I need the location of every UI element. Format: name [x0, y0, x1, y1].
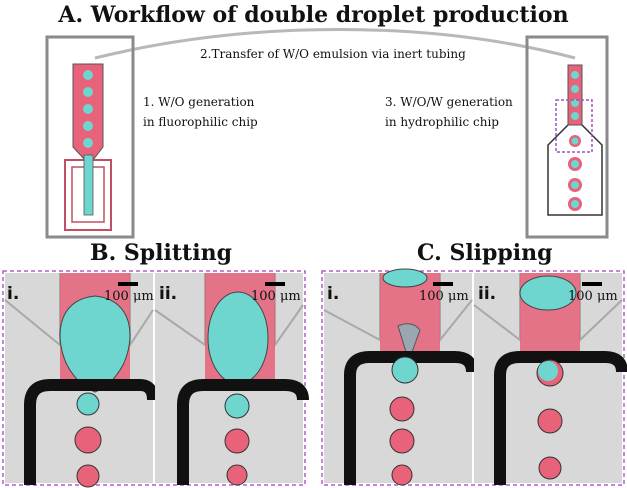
chip1-droplet [83, 70, 93, 80]
fluorophilic-chip-frame [45, 35, 135, 239]
step1-line1: 1. W/O generation [143, 95, 255, 109]
chip1-droplet [83, 138, 93, 148]
panel-b-scalebar-ii [265, 282, 285, 286]
panel-b-scale-label-i: 100 μm [104, 289, 154, 304]
panel-b-title: B. Splitting [90, 240, 232, 266]
panel-c-image-ii [473, 273, 627, 485]
panel-c-image-i [323, 268, 478, 486]
step3-line1: 3. W/O/W generation [385, 95, 513, 109]
chip2-droplet [571, 71, 579, 79]
panel-b-frame [2, 270, 306, 486]
panel-c-label-ii: ii. [478, 284, 497, 304]
chip2-droplet [571, 85, 579, 93]
step3-line2: in hydrophilic chip [385, 115, 499, 129]
transfer-label: 2.Transfer of W/O emulsion via inert tub… [200, 47, 466, 61]
panel-b-label-i: i. [7, 284, 20, 304]
panel-b-label-ii: ii. [159, 284, 178, 304]
hydrophilic-chip-frame [525, 35, 609, 239]
panel-c-frame [321, 270, 625, 486]
panel-c-title: C. Slipping [417, 240, 553, 266]
panel-c-scalebar-i [433, 282, 453, 286]
chip1-outlet-channel [83, 154, 94, 216]
panel-c-scale-label-i: 100 μm [419, 289, 469, 304]
panel-c-label-i: i. [327, 284, 340, 304]
chip1-droplet [83, 87, 93, 97]
chip1-droplet [83, 121, 93, 131]
panel-c-scalebar-ii [582, 282, 602, 286]
panel-b-image-ii [154, 273, 309, 486]
panel-b-image-i [4, 273, 159, 488]
chip2-highlight-box [555, 99, 593, 153]
panel-b-scalebar-i [118, 282, 138, 286]
chip2-inlet-channel [567, 64, 583, 126]
chip1-droplet [83, 104, 93, 114]
chip2-droplet [571, 112, 579, 120]
tubing-arc [94, 28, 576, 60]
panel-c-scale-label-ii: 100 μm [568, 289, 618, 304]
panel-a-title: A. Workflow of double droplet production [58, 2, 569, 28]
chip2-droplet [571, 99, 579, 107]
panel-b-scale-label-ii: 100 μm [251, 289, 301, 304]
chip2-chamber [547, 124, 603, 216]
step1-line2: in fluorophilic chip [143, 115, 258, 129]
